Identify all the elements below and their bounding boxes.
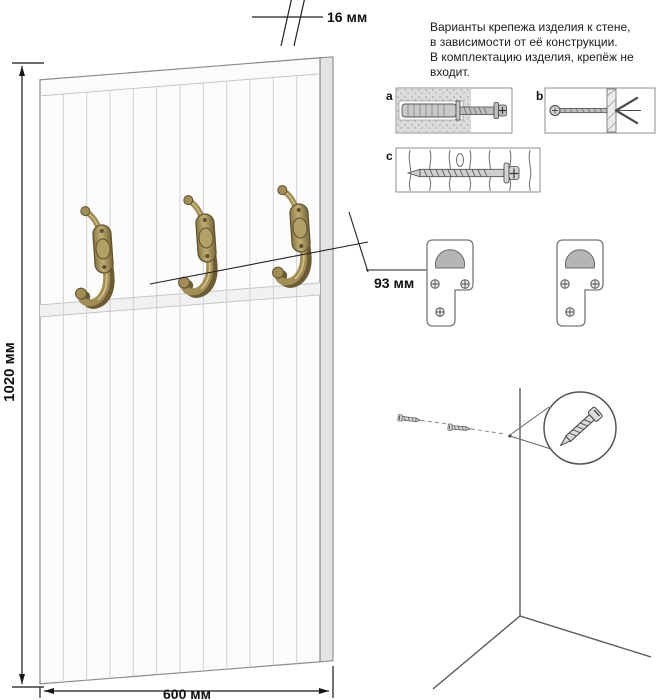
- dimension-width-label: 600 мм: [163, 686, 211, 700]
- wood-screw: [406, 162, 520, 184]
- mounting-note-line2: в зависимости от её конструкции.: [430, 35, 618, 49]
- wall-plug-dowel: [401, 100, 461, 121]
- anchor-screw: [549, 96, 641, 125]
- mounting-note-line3: В комплектацию изделия, крепёж не: [430, 50, 634, 64]
- screw-detail-magnifier: [509, 391, 617, 465]
- magnified-screw: [559, 406, 603, 447]
- fastener-option-c: [395, 147, 541, 193]
- flying-screw-1: [397, 414, 422, 424]
- fastener-option-a: [395, 87, 513, 134]
- fastener-label-c: c: [386, 149, 393, 163]
- dimension-thickness-label: 16 мм: [327, 9, 367, 25]
- dimension-thickness: [252, 0, 323, 47]
- dimension-height-label: 1020 мм: [1, 342, 18, 402]
- wood-grain: [408, 149, 532, 192]
- dimension-hook-offset: [149, 211, 430, 285]
- dimension-height: [12, 62, 44, 688]
- mounting-bracket-2: [557, 240, 603, 326]
- flying-screw-2: [447, 423, 472, 433]
- mounting-note-line1: Варианты крепежа изделия к стене,: [430, 20, 631, 34]
- mounting-bracket-1: [427, 240, 473, 326]
- fastener-label-a: a: [386, 89, 393, 103]
- mounting-note: Варианты крепежа изделия к стене, в зави…: [430, 20, 656, 80]
- panel-drawing: [39, 56, 334, 685]
- dimension-width: [39, 666, 334, 698]
- dimension-hook-offset-label: 93 мм: [374, 275, 414, 291]
- screw-into-dowel: [459, 102, 507, 119]
- screw-trajectory-lines: [420, 420, 506, 435]
- wall-corner-sketch: [432, 388, 652, 690]
- fastener-option-b: [544, 87, 656, 134]
- panel-side-face: [319, 56, 334, 663]
- fastener-label-b: b: [536, 89, 543, 103]
- panel-plank-grooves: [62, 75, 298, 683]
- mounting-note-line4: входит.: [430, 65, 470, 79]
